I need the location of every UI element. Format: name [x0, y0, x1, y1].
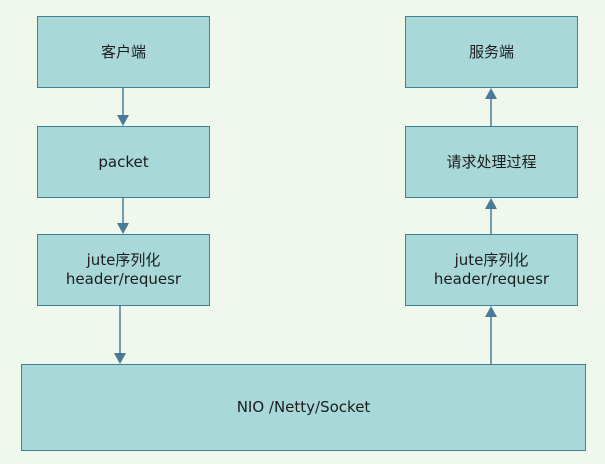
- client-label: 客户端: [100, 42, 146, 61]
- server-serialize-line1: jute序列化: [454, 251, 529, 269]
- server-box: 服务端: [405, 16, 578, 88]
- client-serialize-line2: header/requesr: [65, 270, 182, 288]
- packet-box: packet: [37, 126, 210, 198]
- arrow-client-to-packet: [117, 88, 129, 126]
- packet-label: packet: [98, 152, 149, 171]
- request-process-box: 请求处理过程: [405, 126, 578, 198]
- server-label: 服务端: [468, 42, 514, 61]
- server-serialize-box: jute序列化 header/requesr: [405, 234, 578, 306]
- request-process-label: 请求处理过程: [446, 152, 537, 171]
- arrow-serialize-to-transport: [114, 306, 126, 364]
- arrow-transport-to-server-serialize: [485, 306, 497, 364]
- arrow-request-process-to-server: [485, 88, 497, 126]
- client-box: 客户端: [37, 16, 210, 88]
- transport-box: NIO /Netty/Socket: [21, 364, 586, 451]
- arrow-serialize-to-request-process: [485, 198, 497, 234]
- client-serialize-line1: jute序列化: [86, 251, 161, 269]
- arrow-packet-to-serialize: [117, 198, 129, 234]
- client-serialize-box: jute序列化 header/requesr: [37, 234, 210, 306]
- server-serialize-line2: header/requesr: [433, 270, 550, 288]
- transport-label: NIO /Netty/Socket: [236, 398, 371, 416]
